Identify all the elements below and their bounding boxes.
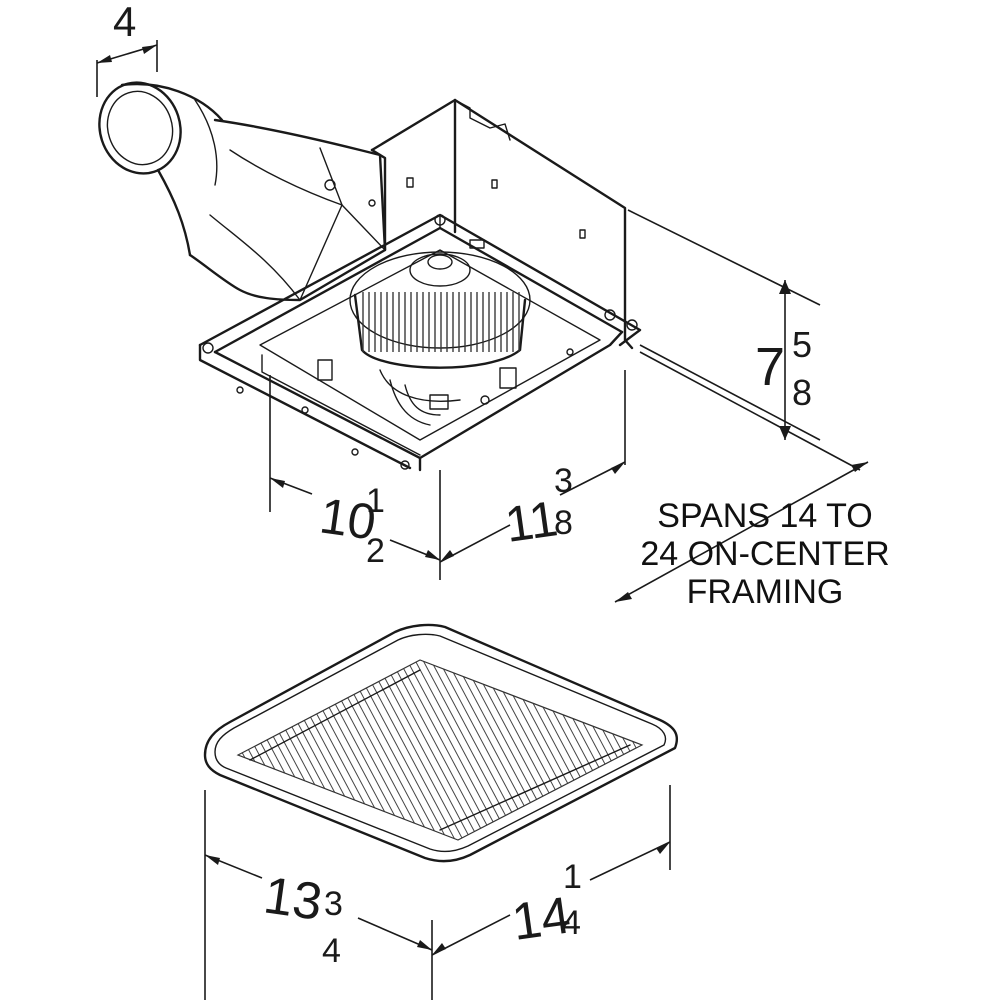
grille-width-whole: 13	[260, 866, 325, 931]
dimension-lines	[96, 40, 869, 1000]
dimension-grille-length: 14 1 4	[509, 858, 582, 952]
depth-denominator: 8	[792, 372, 812, 413]
dimension-housing-width: 10 1 2	[316, 482, 384, 570]
duct-whole: 4	[113, 0, 136, 45]
housing-length-numerator: 3	[554, 462, 573, 500]
housing-width-denominator: 2	[366, 532, 385, 570]
grille	[203, 623, 679, 863]
grille-length-whole: 14	[509, 886, 574, 951]
grille-length-numerator: 1	[563, 858, 582, 896]
dimension-grille-width: 13 3 4	[260, 866, 343, 970]
framing-note: SPANS 14 TO 24 ON-CENTER FRAMING	[640, 497, 889, 611]
depth-numerator: 5	[792, 324, 812, 365]
dimension-duct: 4	[113, 0, 136, 45]
framing-note-line1: SPANS 14 TO	[657, 497, 872, 535]
grille-width-denominator: 4	[322, 932, 341, 970]
housing-width-whole: 10	[316, 487, 379, 550]
housing-width-numerator: 1	[366, 482, 385, 520]
dimension-housing-length: 11 3 8	[502, 462, 573, 553]
grille-length-denominator: 4	[562, 904, 581, 942]
dimension-depth: 7 5 8	[755, 324, 812, 413]
depth-whole: 7	[755, 337, 785, 397]
fan-housing	[98, 81, 642, 472]
housing-length-denominator: 8	[554, 504, 573, 542]
framing-note-line2: 24 ON-CENTER	[640, 535, 889, 573]
housing-length-whole: 11	[502, 490, 561, 553]
grille-width-numerator: 3	[324, 885, 343, 923]
framing-note-line3: FRAMING	[687, 573, 844, 611]
